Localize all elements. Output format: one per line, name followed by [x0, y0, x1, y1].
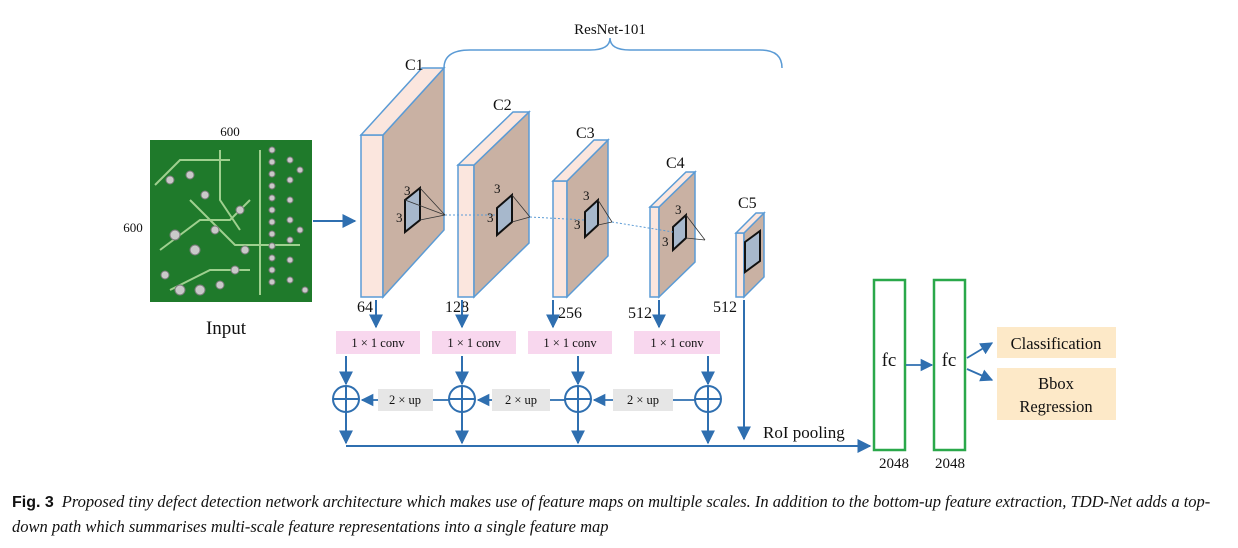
up-label-3: 2 × up: [627, 393, 659, 407]
input-label: Input: [206, 318, 247, 339]
fc-layer-2: fc 2048: [932, 278, 967, 472]
c3-kernel-h: 3: [583, 188, 590, 203]
fc1-label: fc: [882, 350, 897, 371]
upsample-boxes: 2 × up 2 × up 2 × up: [378, 389, 673, 411]
c5-channels: 512: [713, 299, 737, 316]
c3-channels: 256: [558, 305, 582, 322]
figure-label: Fig. 3: [12, 494, 54, 511]
plus-icon: [332, 385, 360, 413]
feature-map-c3: 3 3 C3 256: [551, 125, 613, 322]
c4-kernel-w: 3: [662, 234, 669, 249]
feature-map-c2: 3 3 C2 128: [445, 97, 531, 316]
c2-kernel-h: 3: [494, 181, 501, 196]
backbone-label: ResNet-101: [574, 22, 646, 38]
conv-label-4: 1 × 1 conv: [650, 336, 704, 350]
up-label-1: 2 × up: [389, 393, 421, 407]
c2-name: C2: [493, 97, 512, 114]
c2-kernel-w: 3: [487, 210, 494, 225]
caption-text: Proposed tiny defect detection network a…: [12, 492, 1211, 536]
input-height-label: 600: [123, 220, 143, 235]
conv-label-1: 1 × 1 conv: [351, 336, 405, 350]
c4-name: C4: [666, 155, 685, 172]
c2-channels: 128: [445, 299, 469, 316]
bbox-label-line1: Bbox: [1038, 374, 1075, 393]
fc2-label: fc: [942, 350, 957, 371]
c1-kernel-w: 3: [396, 210, 403, 225]
backbone-brace: ResNet-101: [443, 22, 783, 69]
roi-pooling-label: RoI pooling: [763, 423, 845, 442]
input-image: 600 600 Input: [123, 124, 312, 339]
input-width-label: 600: [220, 124, 240, 139]
up-label-2: 2 × up: [505, 393, 537, 407]
conv-boxes: 1 × 1 conv 1 × 1 conv 1 × 1 conv 1 × 1 c…: [336, 331, 720, 354]
classification-output: Classification: [997, 327, 1116, 358]
c1-kernel-h: 3: [404, 183, 411, 198]
feature-map-c5: C5 512: [713, 195, 766, 316]
fc2-dim: 2048: [935, 456, 965, 472]
c3-kernel-w: 3: [574, 217, 581, 232]
feature-map-c1: 3 3 C1 64: [357, 57, 446, 316]
c3-name: C3: [576, 125, 595, 142]
plus-icon: [694, 385, 722, 413]
plus-icon: [448, 385, 476, 413]
c5-name: C5: [738, 195, 757, 212]
fc1-dim: 2048: [879, 456, 909, 472]
feature-map-c4: 3 3 C4 512: [628, 155, 706, 322]
bbox-output: Bbox Regression: [997, 368, 1116, 420]
classification-label: Classification: [1011, 334, 1102, 353]
conv-label-3: 1 × 1 conv: [543, 336, 597, 350]
plus-icon: [564, 385, 592, 413]
c4-channels: 512: [628, 305, 652, 322]
conv-label-2: 1 × 1 conv: [447, 336, 501, 350]
c4-kernel-h: 3: [675, 202, 682, 217]
bbox-label-line2: Regression: [1019, 397, 1092, 416]
fc-layer-1: fc 2048: [872, 278, 909, 472]
c1-channels: 64: [357, 299, 373, 316]
c1-name: C1: [405, 57, 424, 74]
